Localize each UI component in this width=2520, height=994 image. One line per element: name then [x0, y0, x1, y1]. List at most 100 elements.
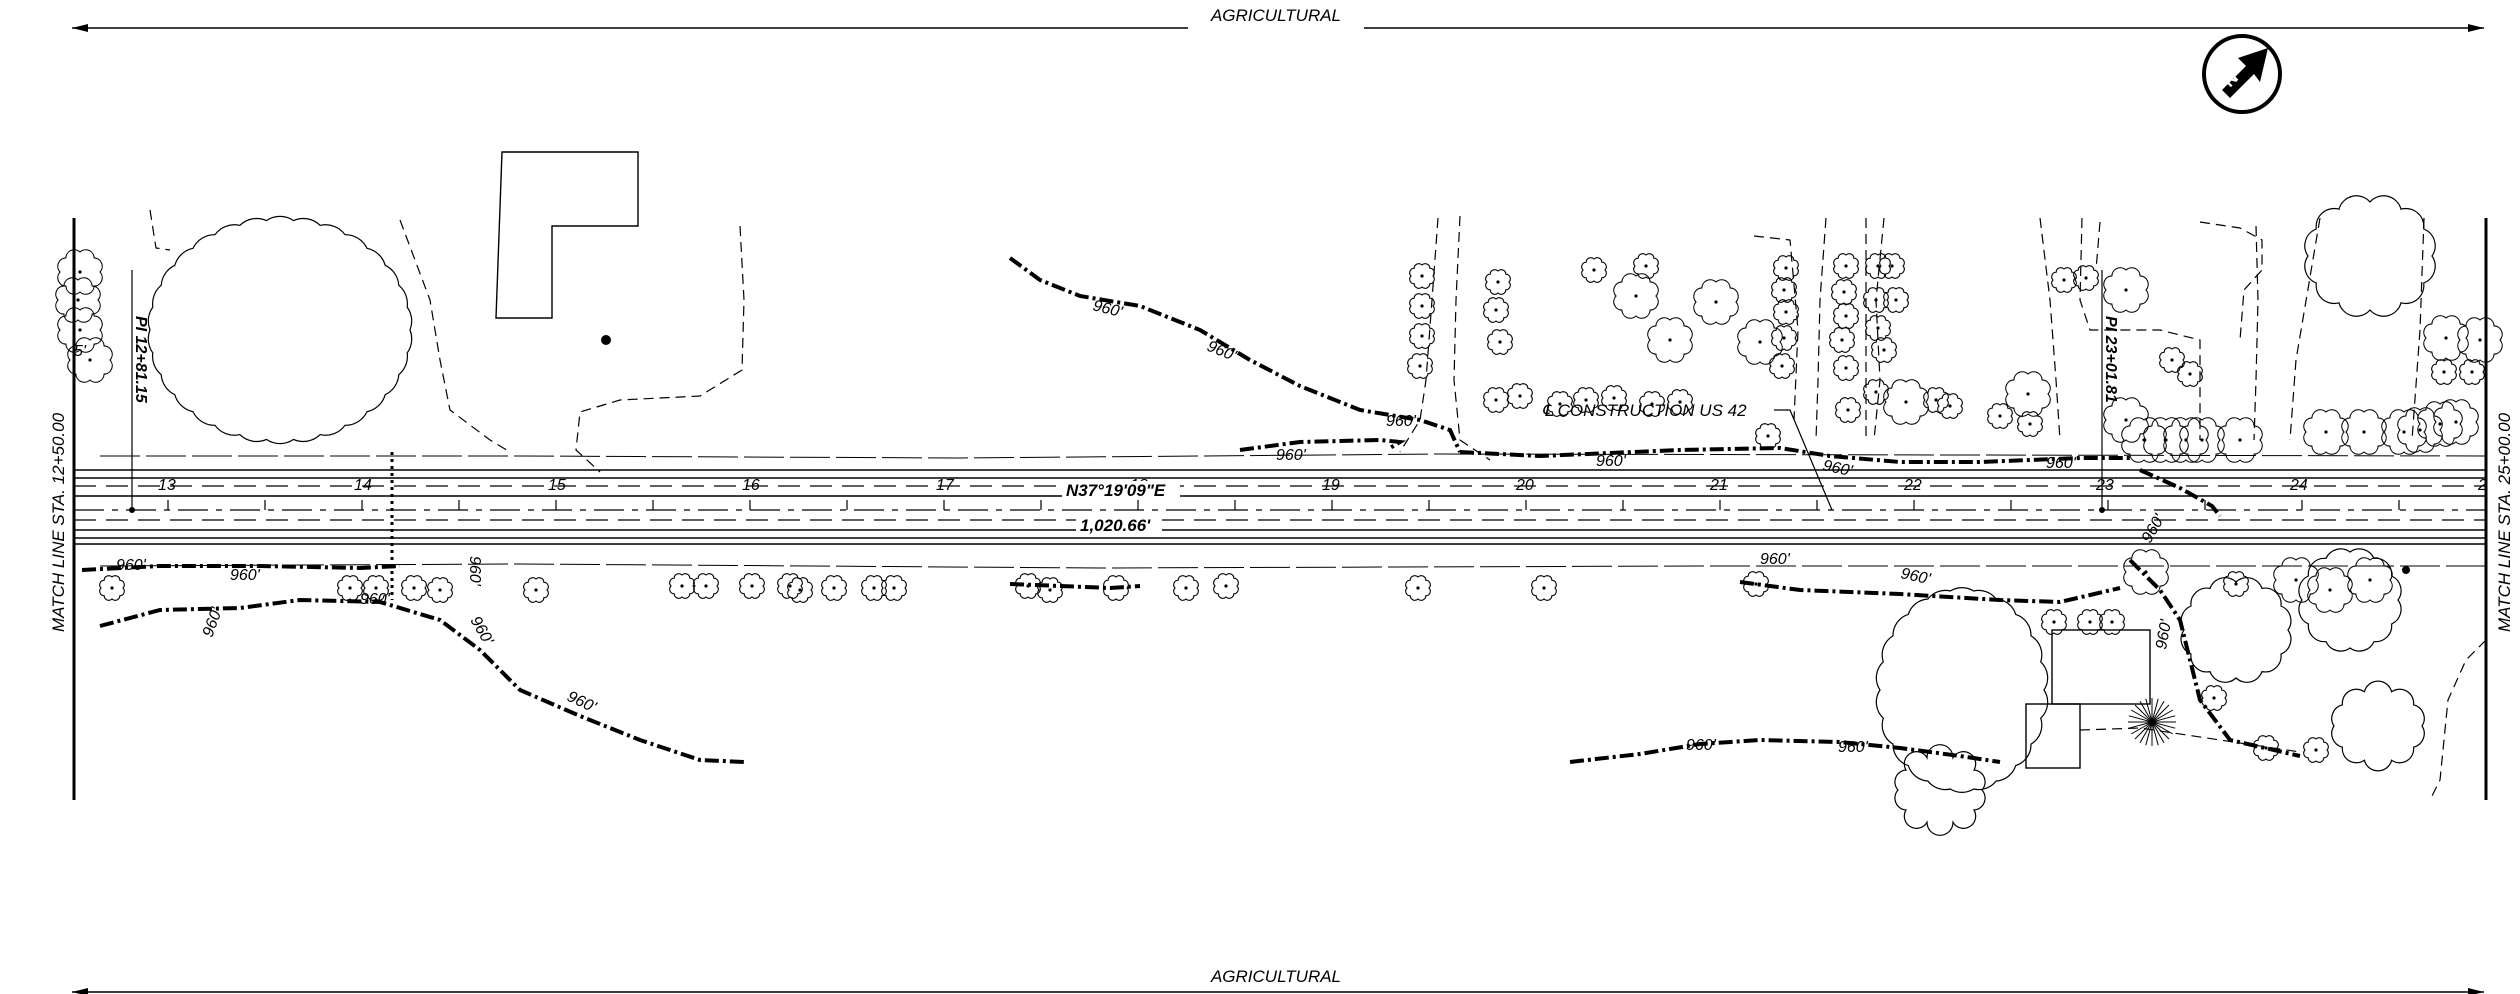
match-line-right: MATCH LINE STA. 25+00.00: [2484, 218, 2514, 800]
station-14: 14: [354, 477, 372, 494]
pi-label-left: PI 12+81.15: [132, 316, 149, 404]
construction-label: ℄ CONSTRUCTION US 42: [1542, 401, 1747, 420]
tree-icon: [363, 575, 389, 601]
contour-label: 960': [1596, 453, 1627, 470]
tree-icon: [1871, 337, 1897, 363]
tree-icon: [1835, 397, 1861, 423]
contour-label: 960': [1760, 551, 1791, 568]
tree-icon: [1863, 287, 1889, 313]
tree-icon: [1601, 385, 1627, 411]
tree-icon: [1409, 323, 1435, 349]
tree-icon: [881, 575, 907, 601]
bottom-zone-line: AGRICULTURAL: [72, 966, 2484, 994]
contour-label: 960': [230, 567, 261, 584]
tree-icon: [2303, 409, 2349, 455]
tree-icon: [1409, 293, 1435, 319]
contour-label: 960': [116, 557, 147, 574]
station-20: 20: [1515, 477, 1534, 494]
tree-icon: [2433, 399, 2479, 445]
tree-icon: [1483, 297, 1509, 323]
tree-icon: [2073, 265, 2099, 291]
tree-icon: [1923, 387, 1949, 413]
alignment-length: 1,020.66': [1080, 516, 1151, 535]
station-21: 21: [1709, 477, 1728, 494]
tree-icon: [1573, 387, 1599, 413]
tree-icon: [2051, 267, 2077, 293]
tree-icon: [787, 577, 813, 603]
tree-icon: [2307, 567, 2353, 613]
conifer-icon: [2128, 698, 2176, 746]
utility-pole-icon: [2402, 566, 2410, 574]
tree-icon: [1771, 277, 1797, 303]
tree-mass-icon: [147, 215, 413, 445]
tree-icon: [1937, 393, 1963, 419]
zone-label-bottom: AGRICULTURAL: [1210, 967, 1341, 986]
tree-icon: [427, 577, 453, 603]
tree-icon: [1639, 391, 1665, 417]
tree-icon: [2201, 685, 2227, 711]
station-23: 23: [2095, 477, 2114, 494]
tree-icon: [1833, 303, 1859, 329]
tree-icon: [1737, 319, 1783, 365]
tree-icon: [523, 577, 549, 603]
tree-icon: [1831, 279, 1857, 305]
trees: [55, 249, 2503, 763]
tree-icon: [1773, 255, 1799, 281]
building-house: [2051, 629, 2151, 705]
tree-icon: [739, 573, 765, 599]
tree-mass-icon: [2331, 680, 2425, 772]
north-arrow-icon: N: [2202, 34, 2282, 114]
tree-icon: [2159, 347, 2185, 373]
tree-icon: [2099, 609, 2125, 635]
tree-icon: [1173, 575, 1199, 601]
dashed-boundaries: [149, 209, 2487, 801]
tree-icon: [2303, 737, 2329, 763]
contour-lines: [81, 256, 2301, 764]
station-15: 15: [548, 477, 566, 494]
tree-icon: [1485, 269, 1511, 295]
tree-icon: [2163, 417, 2209, 463]
tree-icon: [821, 575, 847, 601]
tree-icon: [1647, 317, 1693, 363]
tree-icon: [2459, 359, 2485, 385]
building-garage: [2025, 703, 2081, 769]
station-19: 19: [1322, 477, 1340, 494]
contour-label: 960': [1821, 457, 1855, 480]
tree-icon: [1879, 253, 1905, 279]
tree-icon: [2457, 317, 2503, 363]
tree-icon: [1667, 389, 1693, 415]
tree-icon: [2381, 409, 2427, 455]
tree-icon: [1213, 573, 1239, 599]
tree-icon: [2431, 359, 2457, 385]
tree-icon: [2005, 371, 2051, 417]
tree-icon: [1773, 299, 1799, 325]
building-l-shape: [495, 151, 639, 319]
buildings: [495, 151, 2410, 769]
tree-icon: [337, 575, 363, 601]
tree-icon: [1409, 263, 1435, 289]
tree-icon: [1633, 253, 1659, 279]
tree-mass-icon: [2180, 577, 2292, 683]
tree-icon: [2347, 557, 2393, 603]
tree-icon: [1015, 573, 1041, 599]
tree-icon: [2217, 417, 2263, 463]
tree-icon: [1829, 327, 1855, 353]
tree-icon: [1581, 257, 1607, 283]
tree-icon: [693, 573, 719, 599]
tree-mass-icon: [1894, 744, 1986, 836]
tree-icon: [67, 337, 113, 383]
tree-icon: [1693, 279, 1739, 325]
contour-label: 960': [466, 556, 483, 587]
tree-icon: [2423, 315, 2469, 361]
tree-icon: [1755, 423, 1781, 449]
tree-icon: [1883, 379, 1929, 425]
station-labels: 13 14 15 16 17 18 19 20 21 22 23 24 2: [158, 477, 2487, 494]
tree-icon: [1037, 577, 1063, 603]
tree-icon: [2179, 417, 2225, 463]
match-line-right-label: MATCH LINE STA. 25+00.00: [2495, 412, 2514, 632]
contour-label: 960': [1276, 447, 1307, 464]
tree-icon: [1987, 403, 2013, 429]
station-ticks: [167, 500, 2400, 510]
alignment-bearing: N37°19'09"E: [1066, 481, 1166, 500]
